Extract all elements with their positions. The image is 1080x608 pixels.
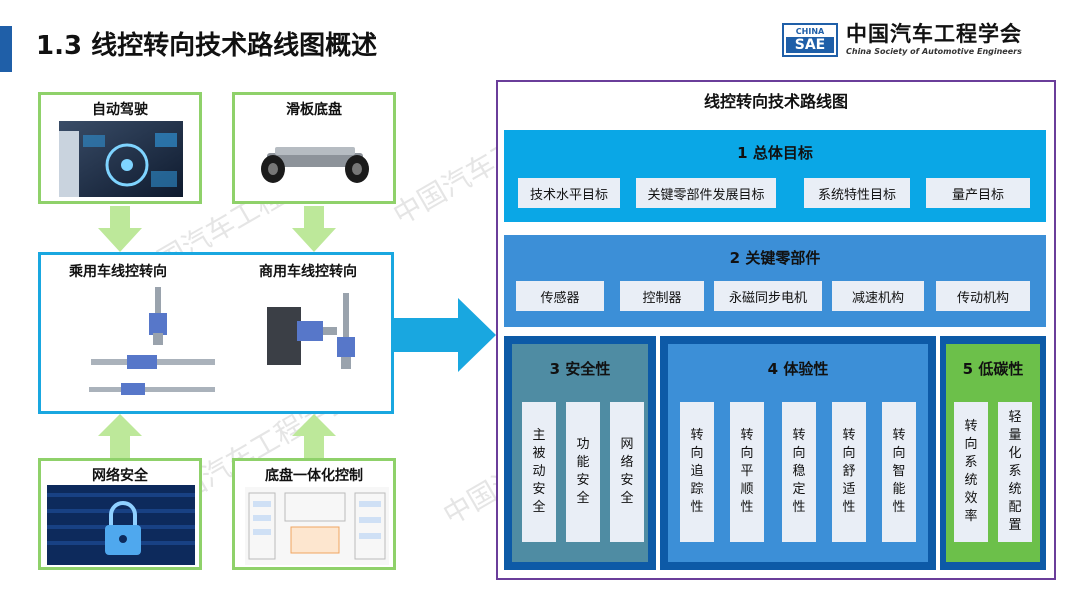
logo-mark-top: CHINA [795,27,825,36]
column-heading: 5 低碳性 [962,360,1024,378]
chassis-integrated-control-label: 底盘一体化控制 [265,468,363,484]
goal-chip: 量产目标 [926,178,1030,208]
column-safety-frame: 3 安全性 主被动安全 功能安全 网络安全 [504,336,656,570]
chassis-integrated-control-box: 底盘一体化控制 [232,458,396,570]
safety-item: 功能安全 [566,402,600,542]
network-security-label: 网络安全 [92,468,148,484]
logo-text: 中国汽车工程学会 China Society of Automotive Eng… [846,22,1022,58]
lowcarbon-item: 轻量化系统配置 [998,402,1032,542]
column-heading: 3 安全性 [549,360,611,378]
page-title: 1.3 线控转向技术路线图概述 [36,31,378,61]
experience-item: 转向追踪性 [680,402,714,542]
column-experience: 4 体验性 转向追踪性 转向平顺性 转向稳定性 转向舒适性 转向智能性 [668,344,928,562]
arrow-down-icon [292,206,336,252]
logo-name-en: China Society of Automotive Engineers [846,47,1022,56]
autonomous-driving-image [59,121,183,197]
section-heading: 1 总体目标 [737,144,813,162]
logo-mark: CHINA SAE [782,23,838,57]
chassis-control-diagram-image [245,487,389,565]
experience-item: 转向舒适性 [832,402,866,542]
csae-logo: CHINA SAE 中国汽车工程学会 China Society of Auto… [782,20,1022,60]
network-security-box: 网络安全 [38,458,202,570]
arrow-right-icon [394,298,496,372]
passenger-car-label: 乘用车线控转向 [69,264,167,280]
skateboard-chassis-label: 滑板底盘 [286,102,342,118]
logo-mark-bottom: SAE [786,37,834,53]
component-chip: 永磁同步电机 [714,281,822,311]
component-chip: 传动机构 [936,281,1030,311]
arrow-up-icon [98,414,142,458]
roadmap-title: 线控转向技术路线图 [703,92,848,111]
arrow-down-icon [98,206,142,252]
component-chip: 减速机构 [832,281,924,311]
section-key-components: 2 关键零部件 传感器 控制器 永磁同步电机 减速机构 传动机构 [504,235,1046,327]
passenger-steering-image [89,287,215,395]
logo-name-cn: 中国汽车工程学会 [846,22,1022,46]
steer-by-wire-vehicle-box: 乘用车线控转向 商用车线控转向 [38,252,394,414]
component-chip: 传感器 [516,281,604,311]
skateboard-chassis-box: 滑板底盘 [232,92,396,204]
title-accent-bar [0,26,12,72]
goal-chip: 技术水平目标 [518,178,620,208]
safety-item: 主被动安全 [522,402,556,542]
commercial-vehicle-label: 商用车线控转向 [259,264,357,280]
experience-item: 转向稳定性 [782,402,816,542]
arrow-up-icon [292,414,336,458]
commercial-steering-image [267,293,355,369]
network-security-image [47,485,195,565]
goal-chip: 关键零部件发展目标 [636,178,776,208]
experience-item: 转向智能性 [882,402,916,542]
autonomous-driving-box: 自动驾驶 [38,92,202,204]
column-safety: 3 安全性 主被动安全 功能安全 网络安全 [512,344,648,562]
section-heading: 2 关键零部件 [729,249,821,267]
section-overall-goals: 1 总体目标 技术水平目标 关键零部件发展目标 系统特性目标 量产目标 [504,130,1046,222]
column-experience-frame: 4 体验性 转向追踪性 转向平顺性 转向稳定性 转向舒适性 转向智能性 [660,336,936,570]
goal-chip: 系统特性目标 [804,178,910,208]
column-lowcarbon: 5 低碳性 转向系统效率 轻量化系统配置 [946,344,1040,562]
lowcarbon-item: 转向系统效率 [954,402,988,542]
column-heading: 4 体验性 [767,360,829,378]
experience-item: 转向平顺性 [730,402,764,542]
autonomous-driving-label: 自动驾驶 [92,102,148,118]
safety-item: 网络安全 [610,402,644,542]
column-lowcarbon-frame: 5 低碳性 转向系统效率 轻量化系统配置 [940,336,1046,570]
skateboard-chassis-image [261,147,369,183]
component-chip: 控制器 [620,281,704,311]
